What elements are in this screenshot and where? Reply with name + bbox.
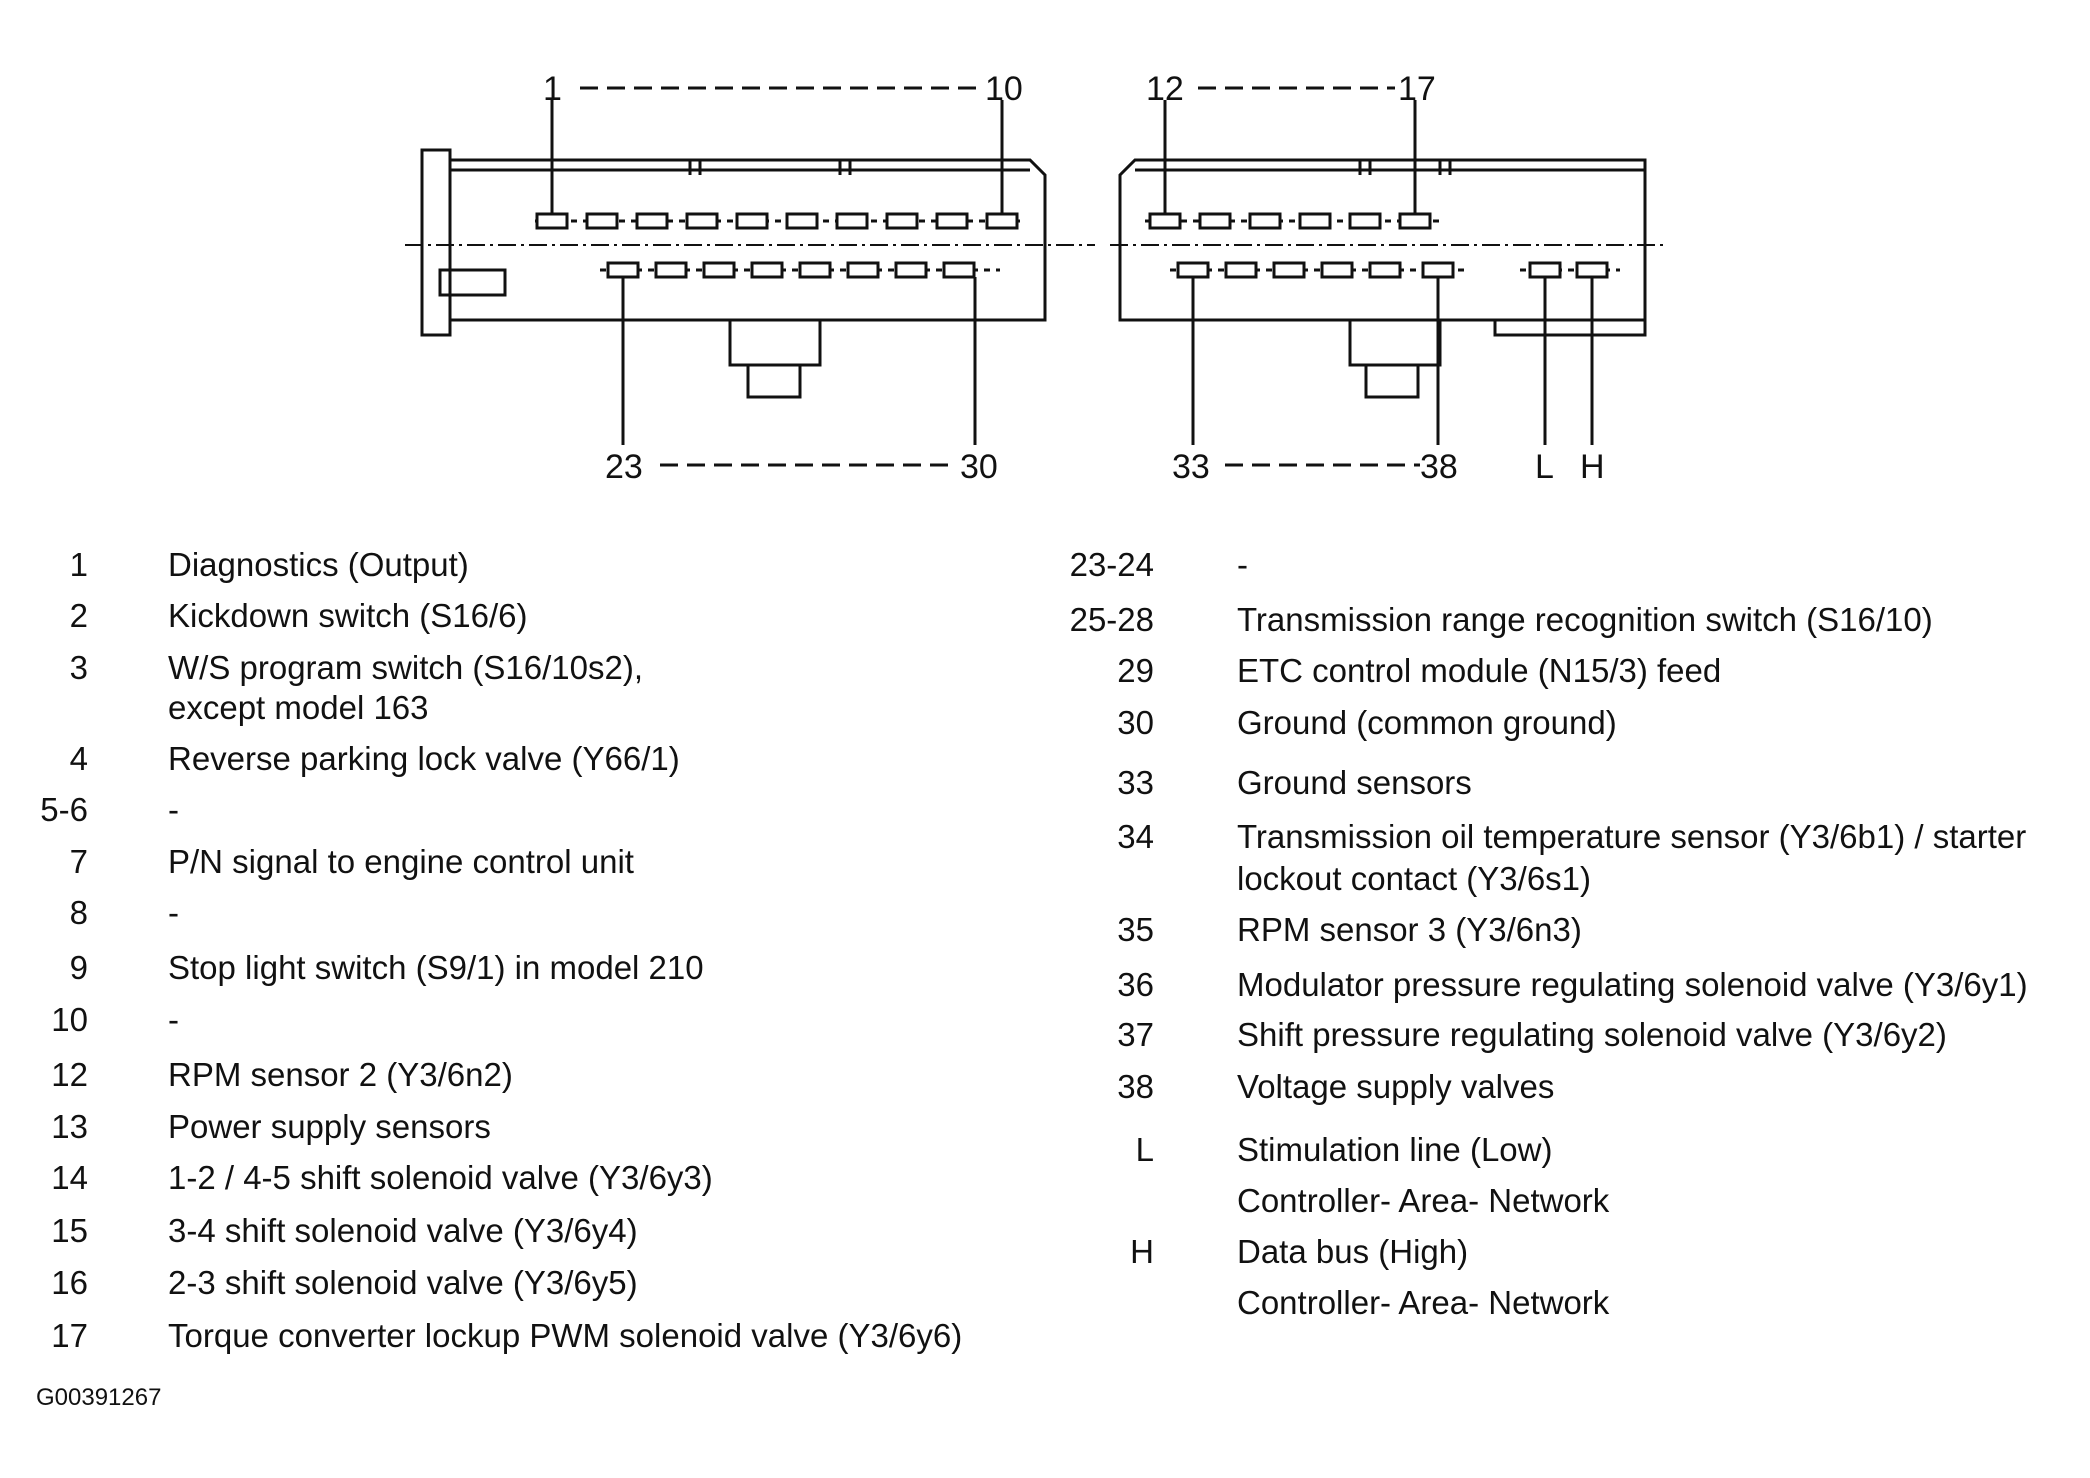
pin-number: 29 bbox=[1117, 652, 1154, 689]
pin-number: 25-28 bbox=[1069, 601, 1154, 638]
pin-number: 30 bbox=[1117, 704, 1154, 741]
pin-number: 17 bbox=[51, 1317, 88, 1354]
pin-description: Transmission range recognition switch (S… bbox=[1237, 601, 1933, 638]
pin-number: 15 bbox=[51, 1212, 88, 1249]
pin-description: Stop light switch (S9/1) in model 210 bbox=[168, 949, 704, 986]
pin-description: 3-4 shift solenoid valve (Y3/6y4) bbox=[168, 1212, 638, 1249]
pin-description: P/N signal to engine control unit bbox=[168, 843, 634, 880]
label-right-low: L bbox=[1535, 448, 1554, 486]
pin-number: 1 bbox=[69, 546, 88, 583]
label-right-bottom-start: 33 bbox=[1172, 448, 1210, 486]
left-bottom-pin-row bbox=[600, 261, 1000, 279]
pin-number: 34 bbox=[1117, 818, 1154, 855]
pin-number: 33 bbox=[1117, 764, 1154, 801]
pin-number: H bbox=[1130, 1233, 1154, 1270]
pin-description: Modulator pressure regulating solenoid v… bbox=[1237, 966, 2028, 1003]
pin-number: 12 bbox=[51, 1056, 88, 1093]
right-bottom-pin-row bbox=[1170, 261, 1620, 279]
pin-description-line2: lockout contact (Y3/6s1) bbox=[1237, 860, 1592, 897]
pin-description-line2: Controller- Area- Network bbox=[1237, 1182, 1610, 1219]
pin-number: 5-6 bbox=[40, 791, 88, 828]
pin-description: - bbox=[1237, 546, 1248, 583]
pin-number: 4 bbox=[69, 740, 88, 777]
pin-description: Torque converter lockup PWM solenoid val… bbox=[168, 1317, 963, 1354]
connector-diagram: 1 10 23 30 bbox=[405, 70, 1665, 486]
pin-number: 37 bbox=[1117, 1016, 1154, 1053]
pin-description: RPM sensor 3 (Y3/6n3) bbox=[1237, 911, 1582, 948]
pin-number: 2 bbox=[69, 597, 88, 634]
pin-description: 2-3 shift solenoid valve (Y3/6y5) bbox=[168, 1264, 638, 1301]
pin-number: 13 bbox=[51, 1108, 88, 1145]
pin-description: Voltage supply valves bbox=[1237, 1068, 1555, 1105]
pin-description: - bbox=[168, 1001, 179, 1038]
pin-number: 36 bbox=[1117, 966, 1154, 1003]
label-right-top-end: 17 bbox=[1398, 70, 1436, 108]
pin-description: Transmission oil temperature sensor (Y3/… bbox=[1237, 818, 2027, 855]
pin-number: 38 bbox=[1117, 1068, 1154, 1105]
pin-number: 10 bbox=[51, 1001, 88, 1038]
pin-number: 8 bbox=[69, 894, 88, 931]
pin-number: 35 bbox=[1117, 911, 1154, 948]
pin-number: 14 bbox=[51, 1159, 88, 1196]
pin-description: Data bus (High) bbox=[1237, 1233, 1469, 1270]
pin-description: Reverse parking lock valve (Y66/1) bbox=[168, 740, 680, 777]
pin-number: L bbox=[1135, 1131, 1154, 1168]
pin-description: Power supply sensors bbox=[168, 1108, 491, 1145]
pin-description: Stimulation line (Low) bbox=[1237, 1131, 1553, 1168]
left-connector bbox=[420, 148, 1047, 399]
pin-description-line2: Controller- Area- Network bbox=[1237, 1284, 1610, 1321]
label-right-top-start: 12 bbox=[1146, 70, 1184, 108]
figure-id: G00391267 bbox=[36, 1384, 162, 1411]
pin-number: 16 bbox=[51, 1264, 88, 1301]
pin-description: W/S program switch (S16/10s2), bbox=[168, 649, 643, 686]
label-right-high: H bbox=[1580, 448, 1605, 486]
pin-description-line2: except model 163 bbox=[168, 689, 429, 726]
pin-description: RPM sensor 2 (Y3/6n2) bbox=[168, 1056, 513, 1093]
pin-description: Ground (common ground) bbox=[1237, 704, 1617, 741]
pin-description: Diagnostics (Output) bbox=[168, 546, 469, 583]
pin-description: 1-2 / 4-5 shift solenoid valve (Y3/6y3) bbox=[168, 1159, 713, 1196]
pin-number: 7 bbox=[69, 843, 88, 880]
label-right-bottom-end: 38 bbox=[1420, 448, 1458, 486]
pin-description: - bbox=[168, 894, 179, 931]
pin-description: ETC control module (N15/3) feed bbox=[1237, 652, 1722, 689]
pin-number: 23-24 bbox=[1069, 546, 1154, 583]
pin-number: 3 bbox=[69, 649, 88, 686]
label-left-top-end: 10 bbox=[985, 70, 1023, 108]
right-top-pin-row bbox=[1145, 212, 1440, 230]
pin-description: Shift pressure regulating solenoid valve… bbox=[1237, 1016, 1947, 1053]
pin-description: - bbox=[168, 791, 179, 828]
label-left-bottom-start: 23 bbox=[605, 448, 643, 486]
label-left-bottom-end: 30 bbox=[960, 448, 998, 486]
left-top-pin-row bbox=[535, 212, 1020, 230]
right-connector bbox=[1118, 158, 1647, 399]
label-left-top-start: 1 bbox=[543, 70, 562, 108]
right-leader-lines bbox=[1163, 86, 1594, 467]
pin-number: 9 bbox=[69, 949, 88, 986]
pin-description: Ground sensors bbox=[1237, 764, 1472, 801]
pin-description: Kickdown switch (S16/6) bbox=[168, 597, 528, 634]
left-leader-lines bbox=[550, 86, 1004, 467]
